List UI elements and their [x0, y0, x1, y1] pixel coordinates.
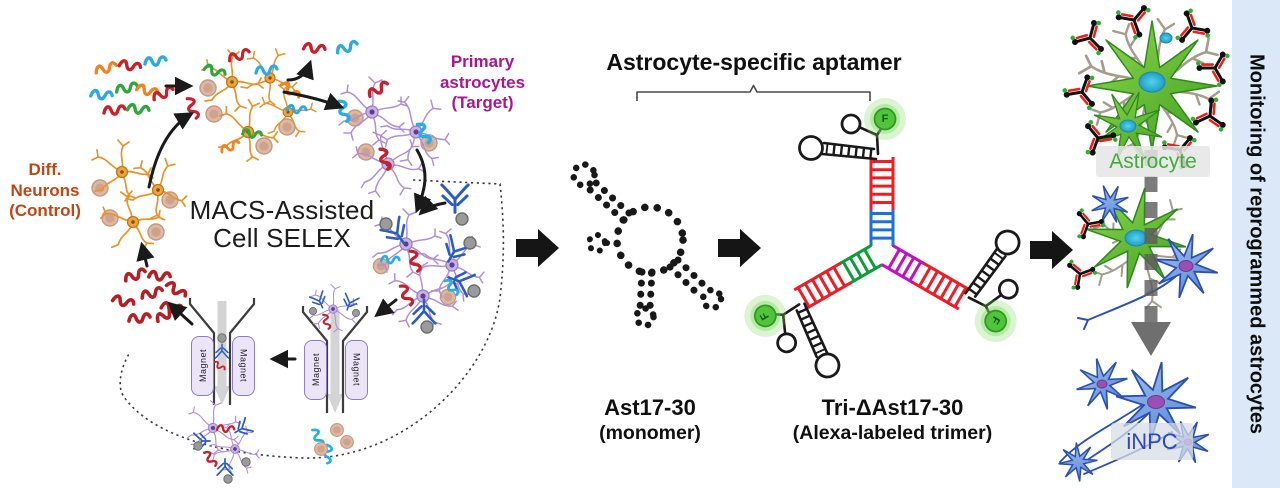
enriched-pool: [110, 266, 189, 325]
released-aptamers: [301, 39, 361, 57]
trimer-name: Tri-ΔAst17-30: [821, 395, 964, 420]
transition-illustration: [1060, 177, 1226, 330]
inpc-illustration: [1049, 352, 1219, 488]
trimer-label: Tri-ΔAst17-30 (Alexa-labeled trimer): [770, 395, 1015, 446]
target-label-line1: Primary: [450, 52, 515, 71]
monomer-label: Ast17-30 (monomer): [555, 395, 745, 446]
trimer-subtitle: (Alexa-labeled trimer): [792, 421, 993, 444]
fluorophore-label-top: F: [882, 113, 889, 125]
aptamer-library-pool: [88, 55, 177, 118]
magnet-box-2: Magnet: [232, 336, 255, 396]
flow-arrow-2: [718, 229, 761, 267]
target-label-line2: astrocytes: [439, 72, 526, 92]
monitoring-sidebar: Monitoring of reprogrammed astrocytes: [1232, 0, 1280, 488]
incubation-cluster: [184, 40, 321, 166]
control-label: Diff. Neurons (Control): [0, 160, 90, 222]
labeled-astrocyte-illustration: [1058, 0, 1242, 176]
magnet-box-1: Magnet: [191, 336, 214, 396]
inpc-tag: iNPC: [1111, 423, 1193, 460]
selex-title-line2: Cell SELEX: [213, 223, 351, 254]
dashed-boundary: [119, 179, 505, 459]
selex-title: MACS-Assisted Cell SELEX: [177, 196, 387, 252]
magnet-box-3: Magnet: [304, 340, 327, 400]
cycle-arrows: [136, 59, 447, 369]
magnet-box-4: Magnet: [345, 340, 368, 400]
sidebar-title: Monitoring of reprogrammed astrocytes: [1245, 53, 1268, 435]
macs-column-left: [187, 298, 269, 484]
trimer-structure: [737, 98, 1057, 400]
monomer-name: Ast17-30: [604, 395, 696, 420]
labeling-cluster: [373, 209, 501, 334]
control-label-line1: Diff.: [28, 160, 62, 179]
aptamer-header: Astrocyte-specific aptamer: [606, 49, 902, 75]
monomer-structure: [570, 161, 725, 329]
macs-column-right: [301, 285, 369, 465]
selex-title-line1: MACS-Assisted: [189, 195, 375, 225]
target-label: Primary astrocytes (Target): [415, 52, 550, 114]
control-label-line2: Neurons: [10, 180, 80, 200]
header-bracket: [636, 84, 871, 101]
control-label-line3: (Control): [9, 201, 81, 221]
flow-arrow-3: [1030, 231, 1073, 269]
monomer-subtitle: (monomer): [599, 421, 701, 444]
antibody-icon: [440, 183, 470, 226]
target-label-line3: (Target): [451, 93, 514, 113]
astrocyte-tag: Astrocyte: [1096, 146, 1210, 177]
flow-arrow-1: [516, 229, 559, 267]
reprogramming-arrow: [1131, 150, 1171, 356]
